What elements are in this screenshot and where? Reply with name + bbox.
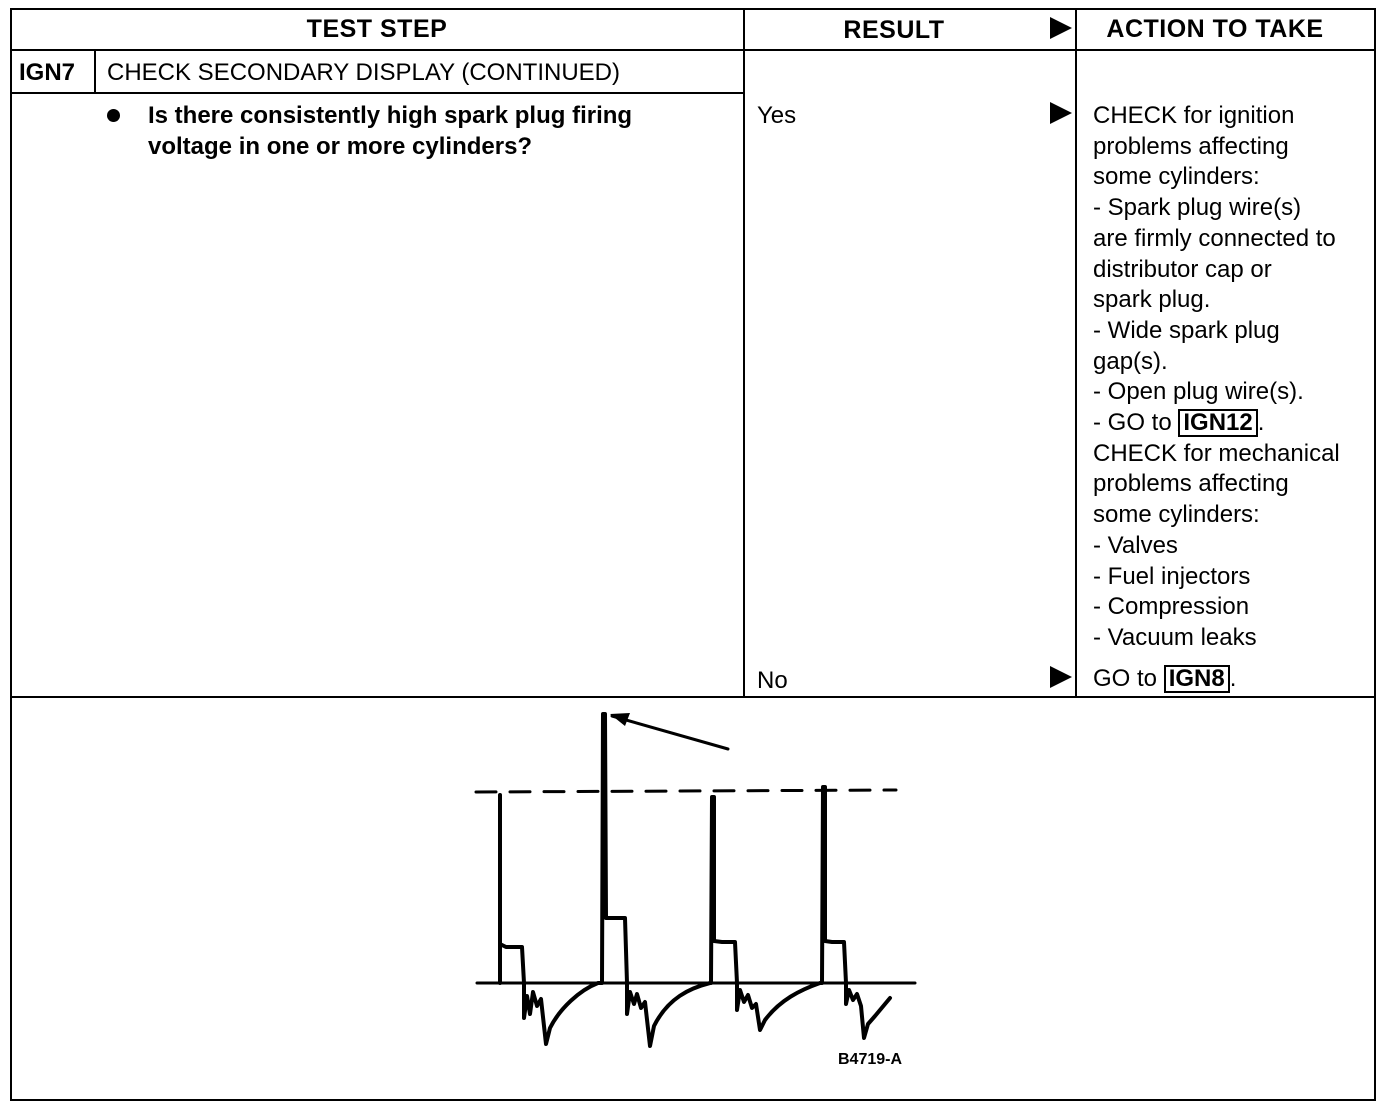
action-line: - Valves [1093,531,1178,559]
action-line: some cylinders: [1093,501,1260,529]
result-yes: Yes [757,102,797,129]
step-id-divider [94,49,96,94]
header-arrow-icon [1050,17,1072,39]
ign12-reference-link[interactable]: IGN12 [1178,409,1258,438]
action-no-line: GO to IGN8. [1093,665,1236,693]
action-line: - Compression [1093,593,1250,621]
ign8-reference-link[interactable]: IGN8 [1163,665,1230,693]
header-divider [10,49,1376,51]
action-line: - Vacuum leaks [1093,623,1257,651]
table-frame [10,8,1376,1101]
action-line: gap(s). [1093,347,1168,375]
action-yes-block: CHECK for ignition problems affecting so… [1093,101,1340,654]
goto-prefix: - GO to [1093,409,1179,437]
step-id: IGN7 [19,59,76,86]
action-goto-line: - GO to IGN12. [1093,408,1340,439]
action-line: - Fuel injectors [1093,562,1251,590]
action-line: problems affecting [1093,470,1289,498]
action-line: - Wide spark plug [1093,316,1280,344]
action-column-divider [1075,8,1077,698]
header-result: RESULT [843,16,945,44]
header-action-to-take: ACTION TO TAKE [1106,15,1324,43]
question-line-1: Is there consistently high spark plug fi… [148,102,633,129]
action-line: CHECK for ignition [1093,102,1295,129]
bullet-icon [107,109,120,122]
reference-voltage-dashed-line [474,788,898,794]
action-line: spark plug. [1093,286,1211,314]
result-column-divider [743,8,745,698]
figure-divider [10,696,1376,698]
result-no: No [757,667,788,694]
goto-prefix: GO to [1093,665,1164,692]
waveform-trace [498,712,892,1048]
goto-suffix: . [1229,665,1237,692]
result-yes-arrow-icon [1050,102,1072,124]
action-line: are firmly connected to [1093,224,1336,252]
action-line: CHECK for mechanical [1093,439,1340,467]
header-test-step: TEST STEP [306,15,448,43]
figure-caption: B4719-A [838,1051,903,1068]
step-title: CHECK SECONDARY DISPLAY (CONTINUED) [107,59,620,86]
result-no-arrow-icon [1050,666,1072,688]
goto-suffix: . [1257,409,1265,437]
title-divider [10,92,744,94]
question-line-2: voltage in one or more cylinders? [148,133,533,160]
action-line: - Open plug wire(s). [1093,378,1304,406]
pointer-arrowhead [610,713,630,726]
action-line: - Spark plug wire(s) [1093,194,1302,222]
action-line: some cylinders: [1093,163,1260,191]
action-line: distributor cap or [1093,255,1272,283]
action-line: problems affecting [1093,132,1289,160]
pointer-arrow-line [610,714,730,751]
